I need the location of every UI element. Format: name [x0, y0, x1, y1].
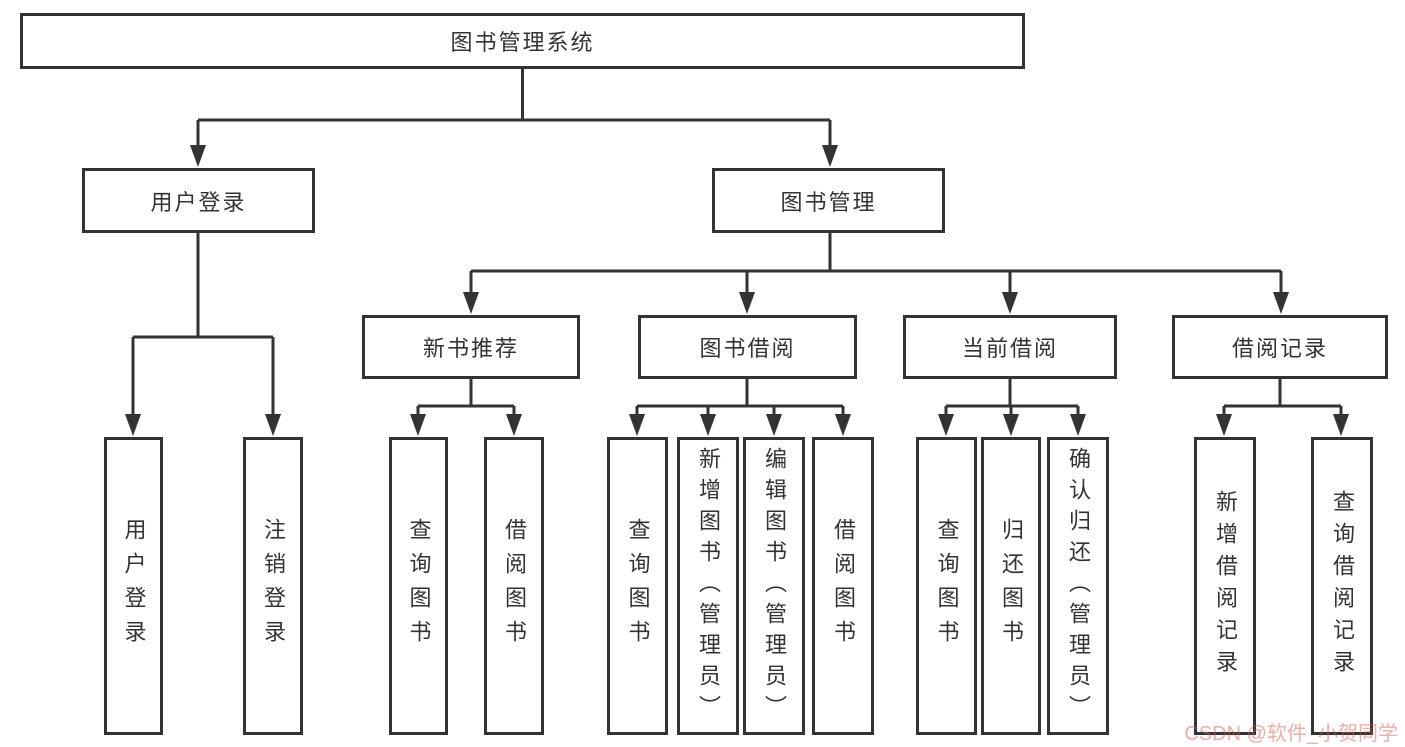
leaf-borrow-books: 借阅图书 [812, 437, 874, 735]
leaf-return-books: 归还图书 [981, 437, 1041, 735]
node-user-login: 用户登录 [82, 168, 315, 233]
node-current-borrowing: 当前借阅 [903, 315, 1117, 379]
leaf-add-books-admin: 新增图书（管理员） [677, 437, 739, 735]
watermark-csdn: CSDN @软件_小贺同学 [1184, 723, 1398, 745]
node-label: 新增图书（管理员） [696, 446, 721, 726]
leaf-edit-books-admin: 编辑图书（管理员） [743, 437, 805, 735]
node-label: 查询图书 [625, 518, 651, 654]
leaf-borrow-books-recommend: 借阅图书 [484, 437, 544, 735]
node-label: 用户登录 [121, 518, 147, 654]
node-label: 归还图书 [999, 518, 1024, 654]
leaf-query-books-recommend: 查询图书 [389, 437, 448, 735]
node-label: 当前借阅 [961, 336, 1058, 361]
node-label: 新书推荐 [422, 336, 519, 361]
node-label: 借阅图书 [831, 518, 856, 654]
node-label: 编辑图书（管理员） [762, 446, 787, 726]
node-label: 查询图书 [406, 518, 432, 654]
node-library-management-system: 图书管理系统 [20, 13, 1025, 69]
node-label: 查询借阅记录 [1330, 490, 1355, 682]
leaf-confirm-return-admin: 确认归还（管理员） [1047, 437, 1109, 735]
node-label: 图书管理系统 [450, 30, 595, 55]
node-label: 借阅图书 [502, 518, 527, 654]
node-label: 查询图书 [934, 518, 960, 654]
leaf-query-books-current: 查询图书 [916, 437, 977, 735]
node-new-book-recommendation: 新书推荐 [362, 315, 580, 379]
node-book-management: 图书管理 [712, 168, 945, 233]
leaf-query-books-borrowing: 查询图书 [607, 437, 668, 735]
node-label: 用户登录 [150, 189, 247, 215]
node-label: 新增借阅记录 [1213, 490, 1238, 682]
node-label: 借阅记录 [1231, 336, 1328, 361]
node-borrowing-records: 借阅记录 [1172, 315, 1388, 379]
leaf-add-borrow-record: 新增借阅记录 [1194, 437, 1256, 735]
node-label: 图书管理 [780, 189, 877, 215]
leaf-query-borrow-record: 查询借阅记录 [1311, 437, 1373, 735]
node-book-borrowing: 图书借阅 [638, 315, 857, 379]
node-label: 图书借阅 [699, 336, 796, 361]
leaf-user-login: 用户登录 [104, 437, 163, 735]
node-label: 注销登录 [261, 518, 286, 654]
node-label: 确认归还（管理员） [1066, 446, 1091, 726]
leaf-logout: 注销登录 [243, 437, 303, 735]
